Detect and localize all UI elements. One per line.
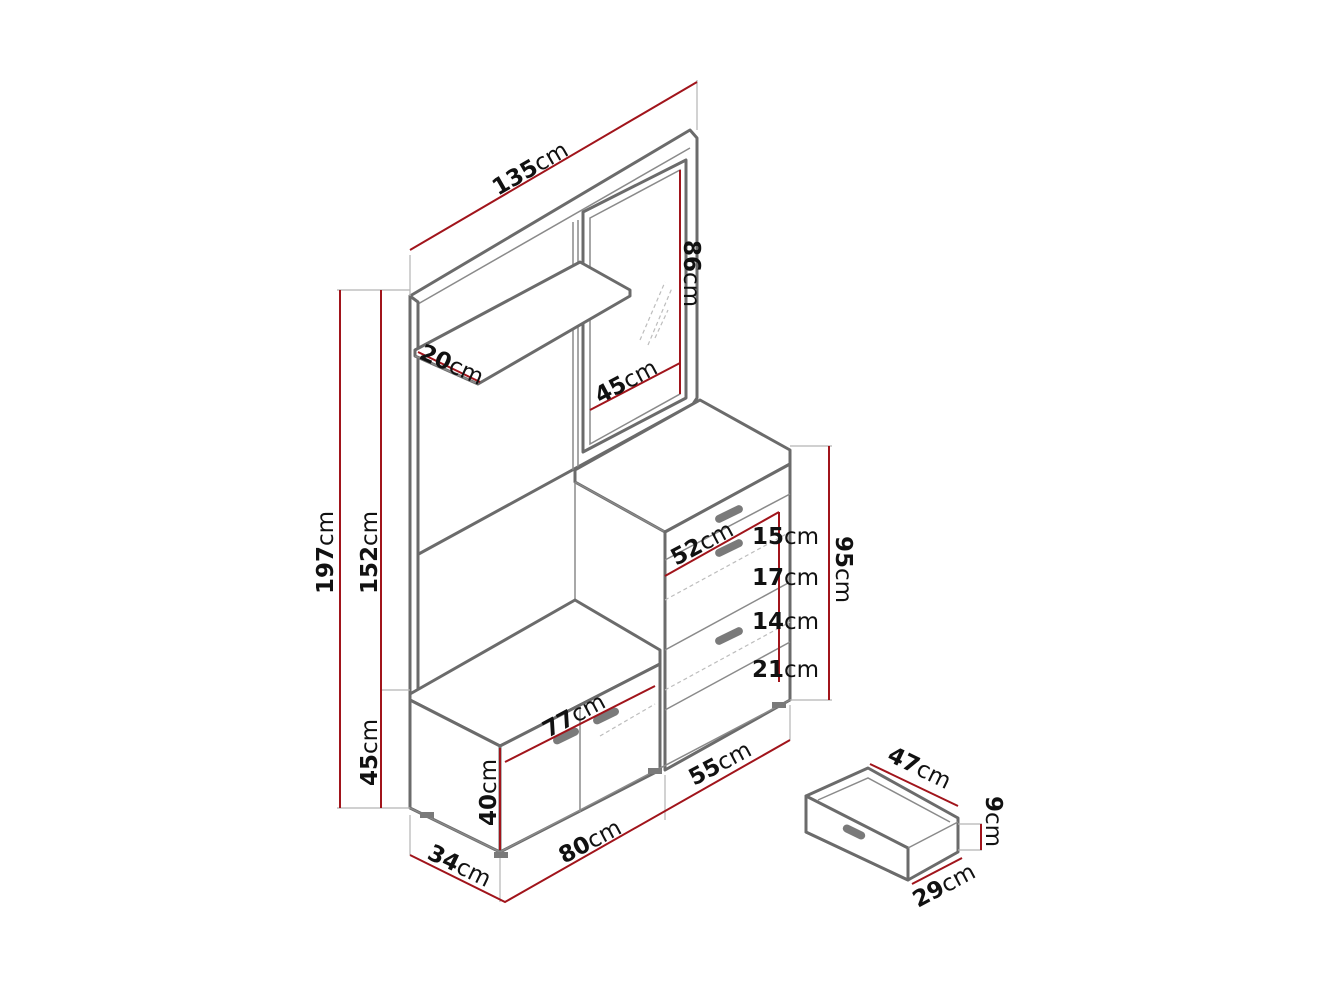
label-drawer-2-height: 17cm (752, 565, 819, 591)
label-bench-height: 45cm (357, 719, 383, 786)
label-cabinet-width: 80cm (555, 815, 626, 869)
label-cabinet-height: 40cm (476, 759, 502, 826)
label-panel-height: 152cm (357, 511, 383, 594)
furniture-body (408, 128, 792, 858)
drawer-box-handle-icon (842, 824, 866, 840)
label-drawer-box-height: 9cm (980, 796, 1006, 847)
label-depth: 34cm (423, 840, 495, 893)
mirror-reflection-icon (639, 281, 673, 346)
cabinet-right-handle (593, 707, 619, 725)
drawer-2-handle (715, 539, 743, 557)
label-drawer-4-height: 21cm (752, 657, 819, 683)
label-chest-height: 95cm (830, 536, 856, 603)
cabinet-left-handle (553, 727, 579, 745)
label-total-height: 197cm (313, 511, 339, 594)
dimension-lines (337, 80, 982, 904)
mirror (581, 158, 688, 454)
drawer-box (804, 766, 960, 882)
label-total-width: 135cm (488, 137, 573, 201)
label-drawer-1-height: 15cm (752, 524, 819, 550)
drawer-1-handle (715, 505, 743, 523)
label-drawer-3-height: 14cm (752, 609, 819, 635)
label-mirror-height: 86cm (678, 240, 704, 307)
drawer-3-handle (715, 627, 743, 645)
